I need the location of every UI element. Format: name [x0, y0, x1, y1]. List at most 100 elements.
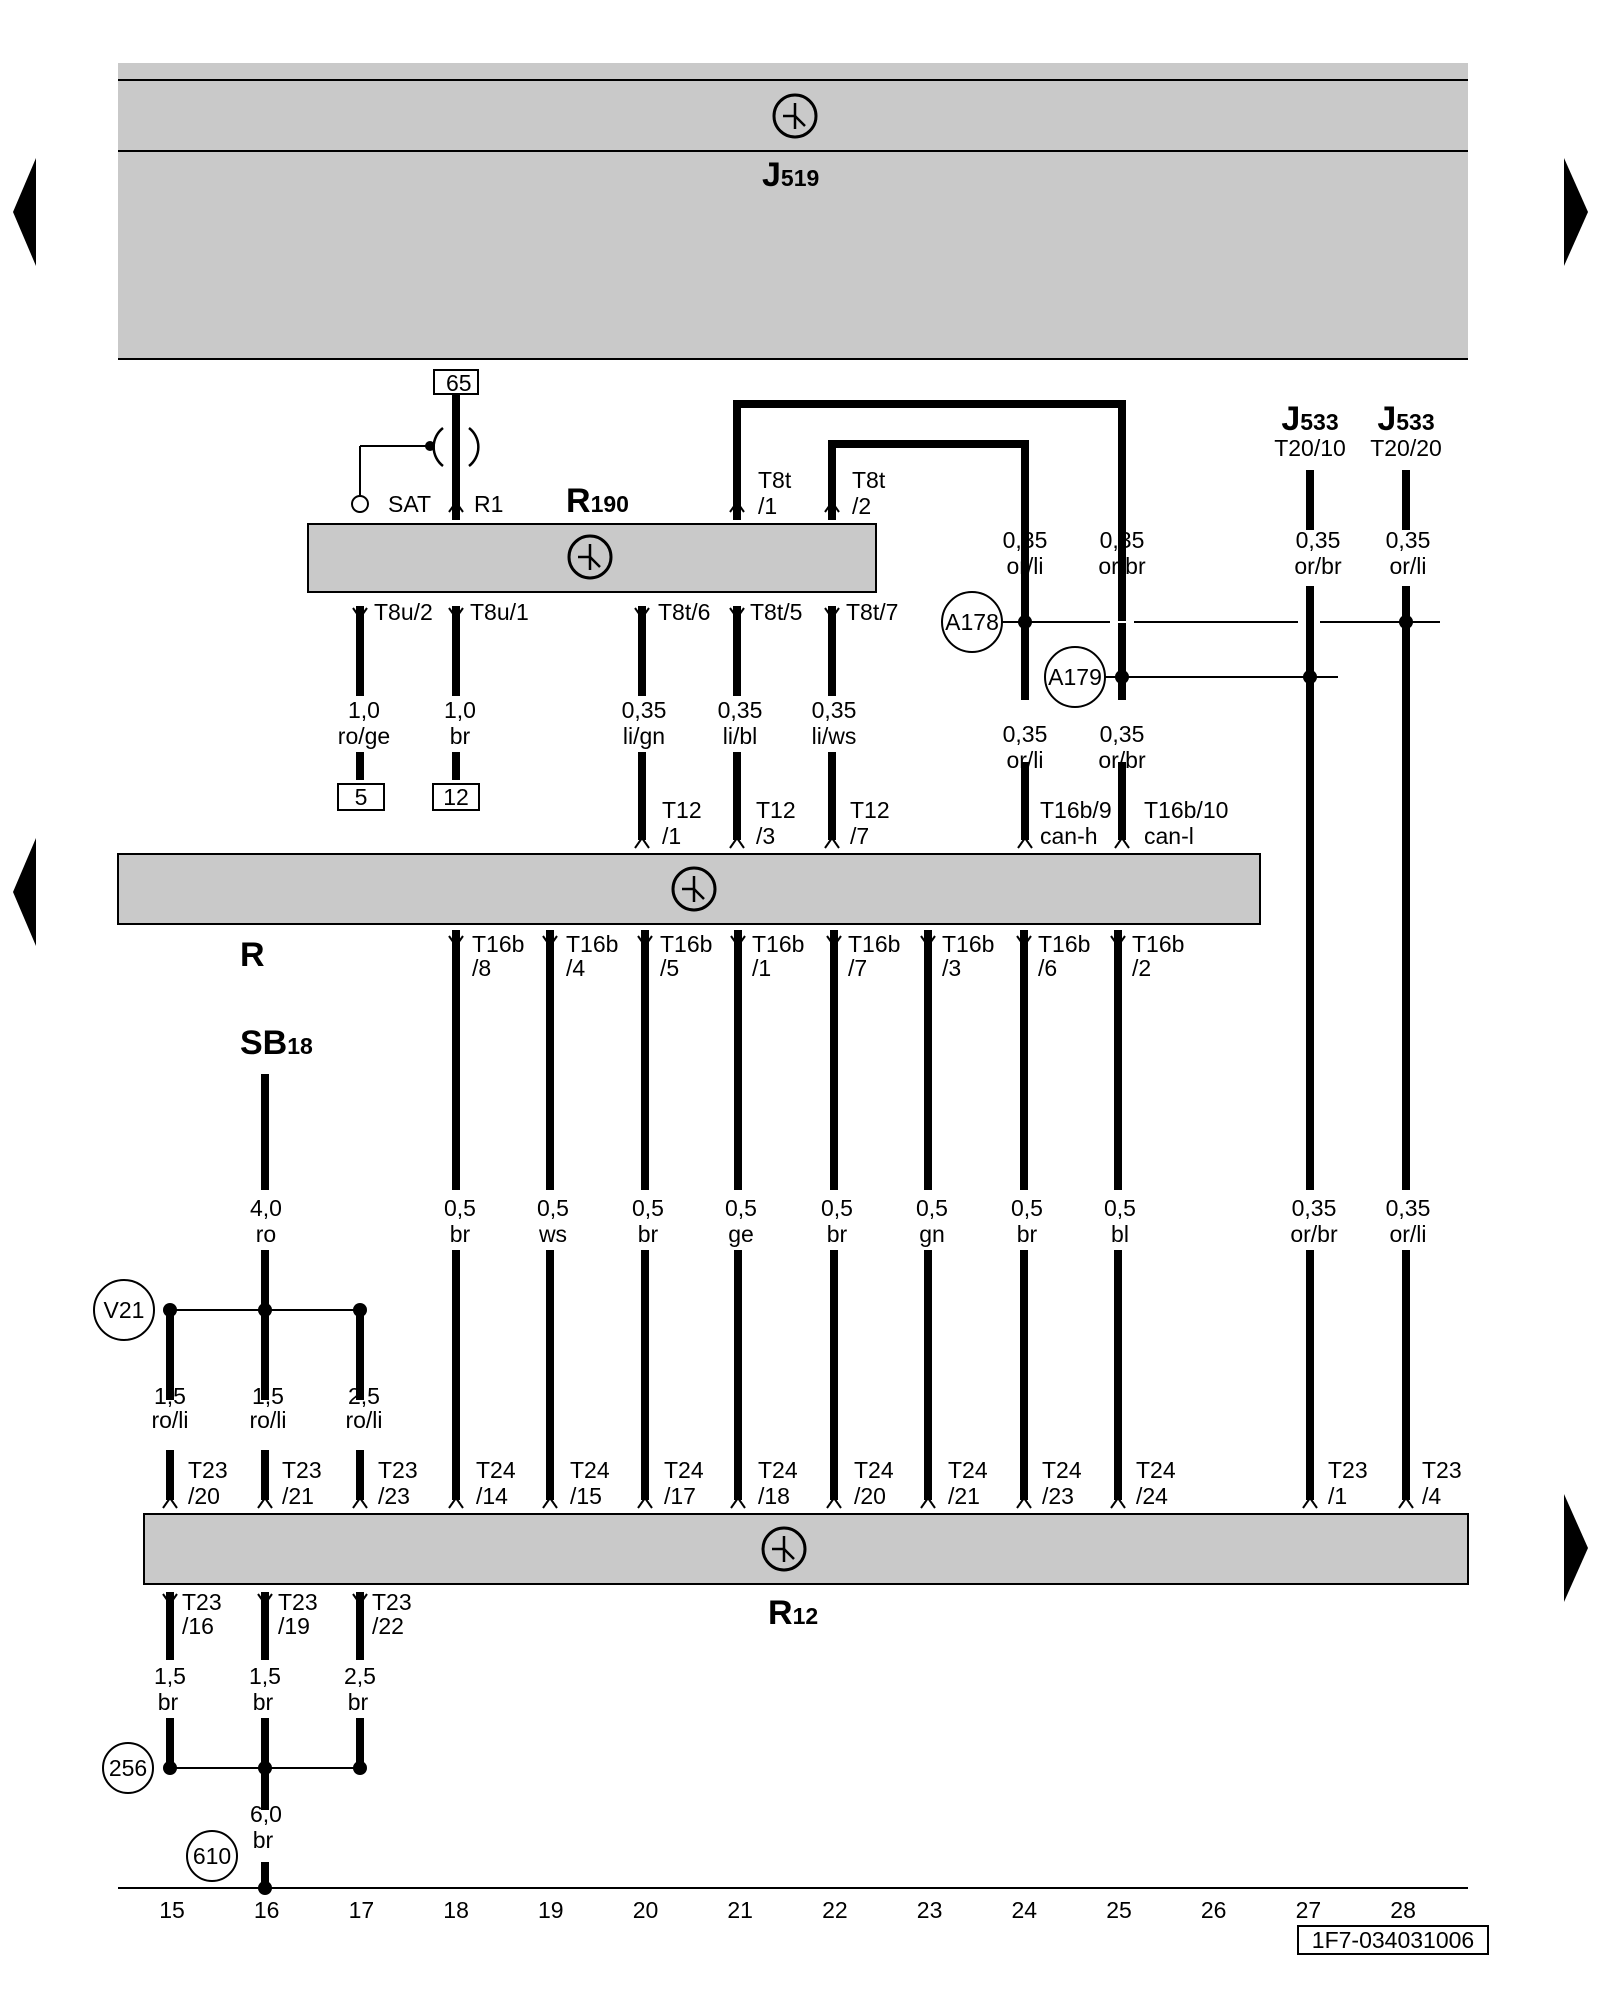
j533-right-pin: T20/20	[1370, 435, 1442, 461]
r-out8-pin-b: /2	[1132, 955, 1151, 981]
junction-a178[interactable]: A178	[941, 591, 1003, 653]
r-out2-pin-b: /4	[566, 955, 585, 981]
r12-t24-17-b: /17	[664, 1483, 696, 1509]
r190-pin-t8u1: T8u/1	[470, 599, 529, 625]
r12-t24-20-a: T24	[854, 1457, 894, 1483]
t12-3-b: /3	[756, 823, 775, 849]
r190-pin-t8t6: T8t/6	[658, 599, 710, 625]
r-out8-pin-a: T16b	[1132, 931, 1184, 957]
j533-right-r12-a: T23	[1422, 1457, 1462, 1483]
r-out2-color: ws	[538, 1221, 567, 1247]
r-out4-pin-a: T16b	[752, 931, 804, 957]
r-out2-size: 0,5	[537, 1195, 569, 1221]
track-number: 20	[633, 1897, 659, 1923]
v21-wire3-size: 2,5	[348, 1383, 380, 1409]
svg-text:12: 12	[443, 784, 469, 810]
terminal-box-5[interactable]: 5	[337, 783, 385, 811]
r-out7-color: br	[1017, 1221, 1038, 1247]
r12-t24-23-a: T24	[1042, 1457, 1082, 1483]
r12-t23-20-b: /20	[188, 1483, 220, 1509]
can-wires-lower	[1021, 580, 1126, 840]
r-out1-size: 0,5	[444, 1195, 476, 1221]
r12-t24-24-b: /24	[1136, 1483, 1168, 1509]
sb18-size: 4,0	[250, 1195, 282, 1221]
r12-t24-14-b: /14	[476, 1483, 508, 1509]
r-out7-size: 0,5	[1011, 1195, 1043, 1221]
t8t2-b: /2	[852, 493, 871, 519]
module-r[interactable]: R	[117, 853, 1261, 974]
diagram-code: 1F7-034031006	[1297, 1925, 1489, 1955]
t12-7-b: /7	[850, 823, 869, 849]
r12-t24-21-b: /21	[948, 1483, 980, 1509]
svg-text:A179: A179	[1048, 664, 1102, 690]
r-out5-size: 0,5	[821, 1195, 853, 1221]
j533-right-r12-b: /4	[1422, 1483, 1441, 1509]
control-unit-icon	[671, 866, 717, 912]
r-output-wires	[452, 930, 1122, 1500]
r12-t23-22-a: T23	[372, 1589, 412, 1615]
control-unit-icon	[567, 534, 613, 580]
junction-a179[interactable]: A179	[1044, 646, 1106, 708]
track-number: 26	[1201, 1897, 1227, 1923]
j533-left-size-bot: 0,35	[1292, 1195, 1337, 1221]
ground-point-256[interactable]: 256	[102, 1742, 154, 1794]
terminal-65-text: 65	[446, 370, 472, 396]
svg-text:V21: V21	[104, 1297, 145, 1323]
can-l-color-bot: or/br	[1098, 747, 1146, 773]
r12-t24-18-a: T24	[758, 1457, 798, 1483]
j533-left-color-top: or/br	[1294, 553, 1342, 579]
r12-t24-17-a: T24	[664, 1457, 704, 1483]
module-r12[interactable]: R12	[143, 1513, 1469, 1632]
j533-left-r12-a: T23	[1328, 1457, 1368, 1483]
ground-point-610[interactable]: 610	[186, 1830, 238, 1882]
control-unit-icon	[761, 1526, 807, 1572]
r-out6-pin-b: /3	[942, 955, 961, 981]
r190-wire1-color: ro/ge	[338, 723, 390, 749]
r12-label: R12	[768, 1594, 818, 1632]
nav-right-arrow-top[interactable]	[1564, 158, 1588, 266]
module-j519[interactable]: J519	[118, 63, 1468, 360]
can-h-color-bot: or/li	[1006, 747, 1043, 773]
can-l-name: can-l	[1144, 823, 1194, 849]
r-out5-color: br	[827, 1221, 848, 1247]
r12-t23-21-a: T23	[282, 1457, 322, 1483]
r190-label: R190	[566, 482, 629, 520]
nav-right-arrow-bottom[interactable]	[1564, 1494, 1588, 1602]
ground-wire2-size: 1,5	[249, 1663, 281, 1689]
sat-label: SAT	[388, 491, 431, 517]
v21-wire1-size: 1,5	[154, 1383, 186, 1409]
r-out5-pin-b: /7	[848, 955, 867, 981]
r190-wire3-size: 0,35	[622, 697, 667, 723]
r12-t23-19-b: /19	[278, 1613, 310, 1639]
module-r190[interactable]: R190	[307, 482, 877, 593]
r12-t24-20-b: /20	[854, 1483, 886, 1509]
r190-wire3-color: li/gn	[623, 723, 665, 749]
r190-can-loops	[729, 400, 1126, 600]
terminal-box-12[interactable]: 12	[432, 783, 480, 811]
t8t1-a: T8t	[758, 467, 792, 493]
t12-7-a: T12	[850, 797, 890, 823]
track-number: 22	[822, 1897, 848, 1923]
nav-left-arrow-top[interactable]	[13, 158, 36, 266]
svg-text:610: 610	[193, 1843, 231, 1869]
v21-wire2-color: ro/li	[249, 1407, 286, 1433]
ground-main-size: 6,0	[250, 1801, 282, 1827]
v21-wire2-size: 1,5	[252, 1383, 284, 1409]
j533-right-color-bot: or/li	[1389, 1221, 1426, 1247]
j519-label: J519	[762, 156, 819, 194]
r190-output-wires	[356, 606, 836, 840]
r12-t24-15-b: /15	[570, 1483, 602, 1509]
track-number: 18	[443, 1897, 469, 1923]
nav-left-arrow-middle[interactable]	[13, 838, 36, 946]
svg-text:256: 256	[109, 1755, 147, 1781]
junction-v21[interactable]: V21	[93, 1279, 155, 1341]
j533-left-pin: T20/10	[1274, 435, 1346, 461]
r-out1-color: br	[450, 1221, 471, 1247]
r-out3-color: br	[638, 1221, 659, 1247]
r12-t23-19-a: T23	[278, 1589, 318, 1615]
j533-right-size-top: 0,35	[1386, 527, 1431, 553]
r-out8-color: bl	[1111, 1221, 1129, 1247]
r190-wire1-size: 1,0	[348, 697, 380, 723]
t12-3-a: T12	[756, 797, 796, 823]
